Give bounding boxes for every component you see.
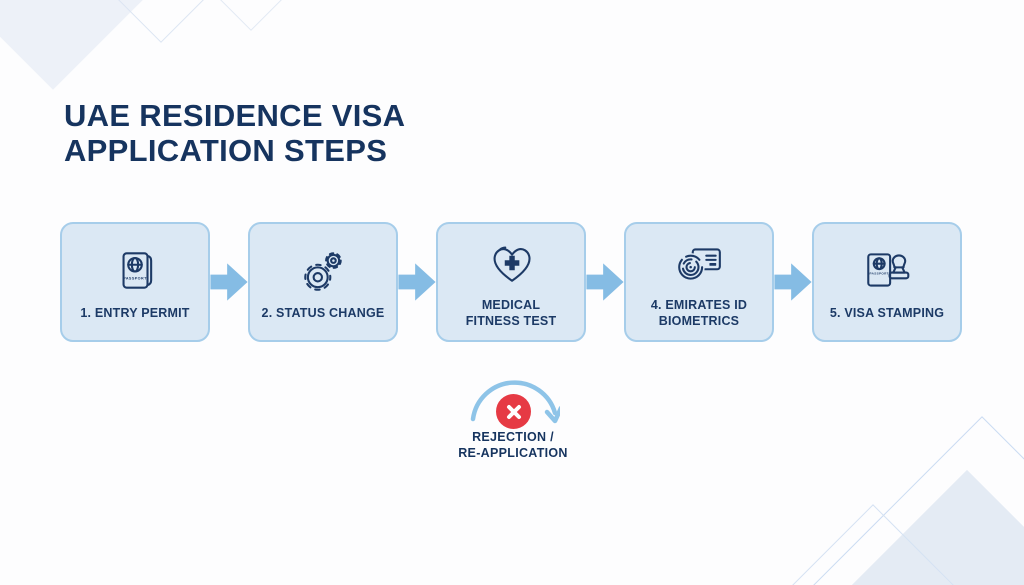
step-label: 5. VISA STAMPING <box>829 306 945 320</box>
decor-diamond-top-left <box>0 0 230 90</box>
fingerprint-id-card-icon <box>674 235 724 291</box>
svg-text:PASSPORT: PASSPORT <box>123 276 147 280</box>
loop-arrow-icon <box>468 370 564 433</box>
step-label: MEDICAL FITNESS TEST <box>465 298 557 328</box>
step-visa-stamping: PASSPORT 5. VISA STAMPING <box>812 222 962 342</box>
step-label: 1. ENTRY PERMIT <box>80 306 190 320</box>
step-entry-permit: PASSPORT 1. ENTRY PERMIT <box>60 222 210 342</box>
svg-text:PASSPORT: PASSPORT <box>870 272 889 276</box>
passport-stamp-icon: PASSPORT <box>861 243 913 299</box>
gears-icon <box>298 243 348 299</box>
step-label: 4. EMIRATES ID BIOMETRICS <box>650 298 748 328</box>
rejection-x-icon <box>496 394 531 429</box>
flow-arrow-icon <box>586 256 624 308</box>
process-flow: PASSPORT 1. ENTRY PERMIT <box>60 222 962 342</box>
flow-arrow-icon <box>774 256 812 308</box>
flow-arrow-icon <box>398 256 436 308</box>
page-title: UAE RESIDENCE VISA APPLICATION STEPS <box>64 98 406 168</box>
step-emirates-id-biometrics: 4. EMIRATES ID BIOMETRICS <box>624 222 774 342</box>
step-label: 2. STATUS CHANGE <box>261 306 385 320</box>
flow-arrow-icon <box>210 256 248 308</box>
heart-medical-cross-icon <box>486 235 536 291</box>
rejection-label: REJECTION / RE-APPLICATION <box>458 430 568 460</box>
passport-icon: PASSPORT <box>110 243 160 299</box>
step-medical-fitness-test: MEDICAL FITNESS TEST <box>436 222 586 342</box>
step-status-change: 2. STATUS CHANGE <box>248 222 398 342</box>
